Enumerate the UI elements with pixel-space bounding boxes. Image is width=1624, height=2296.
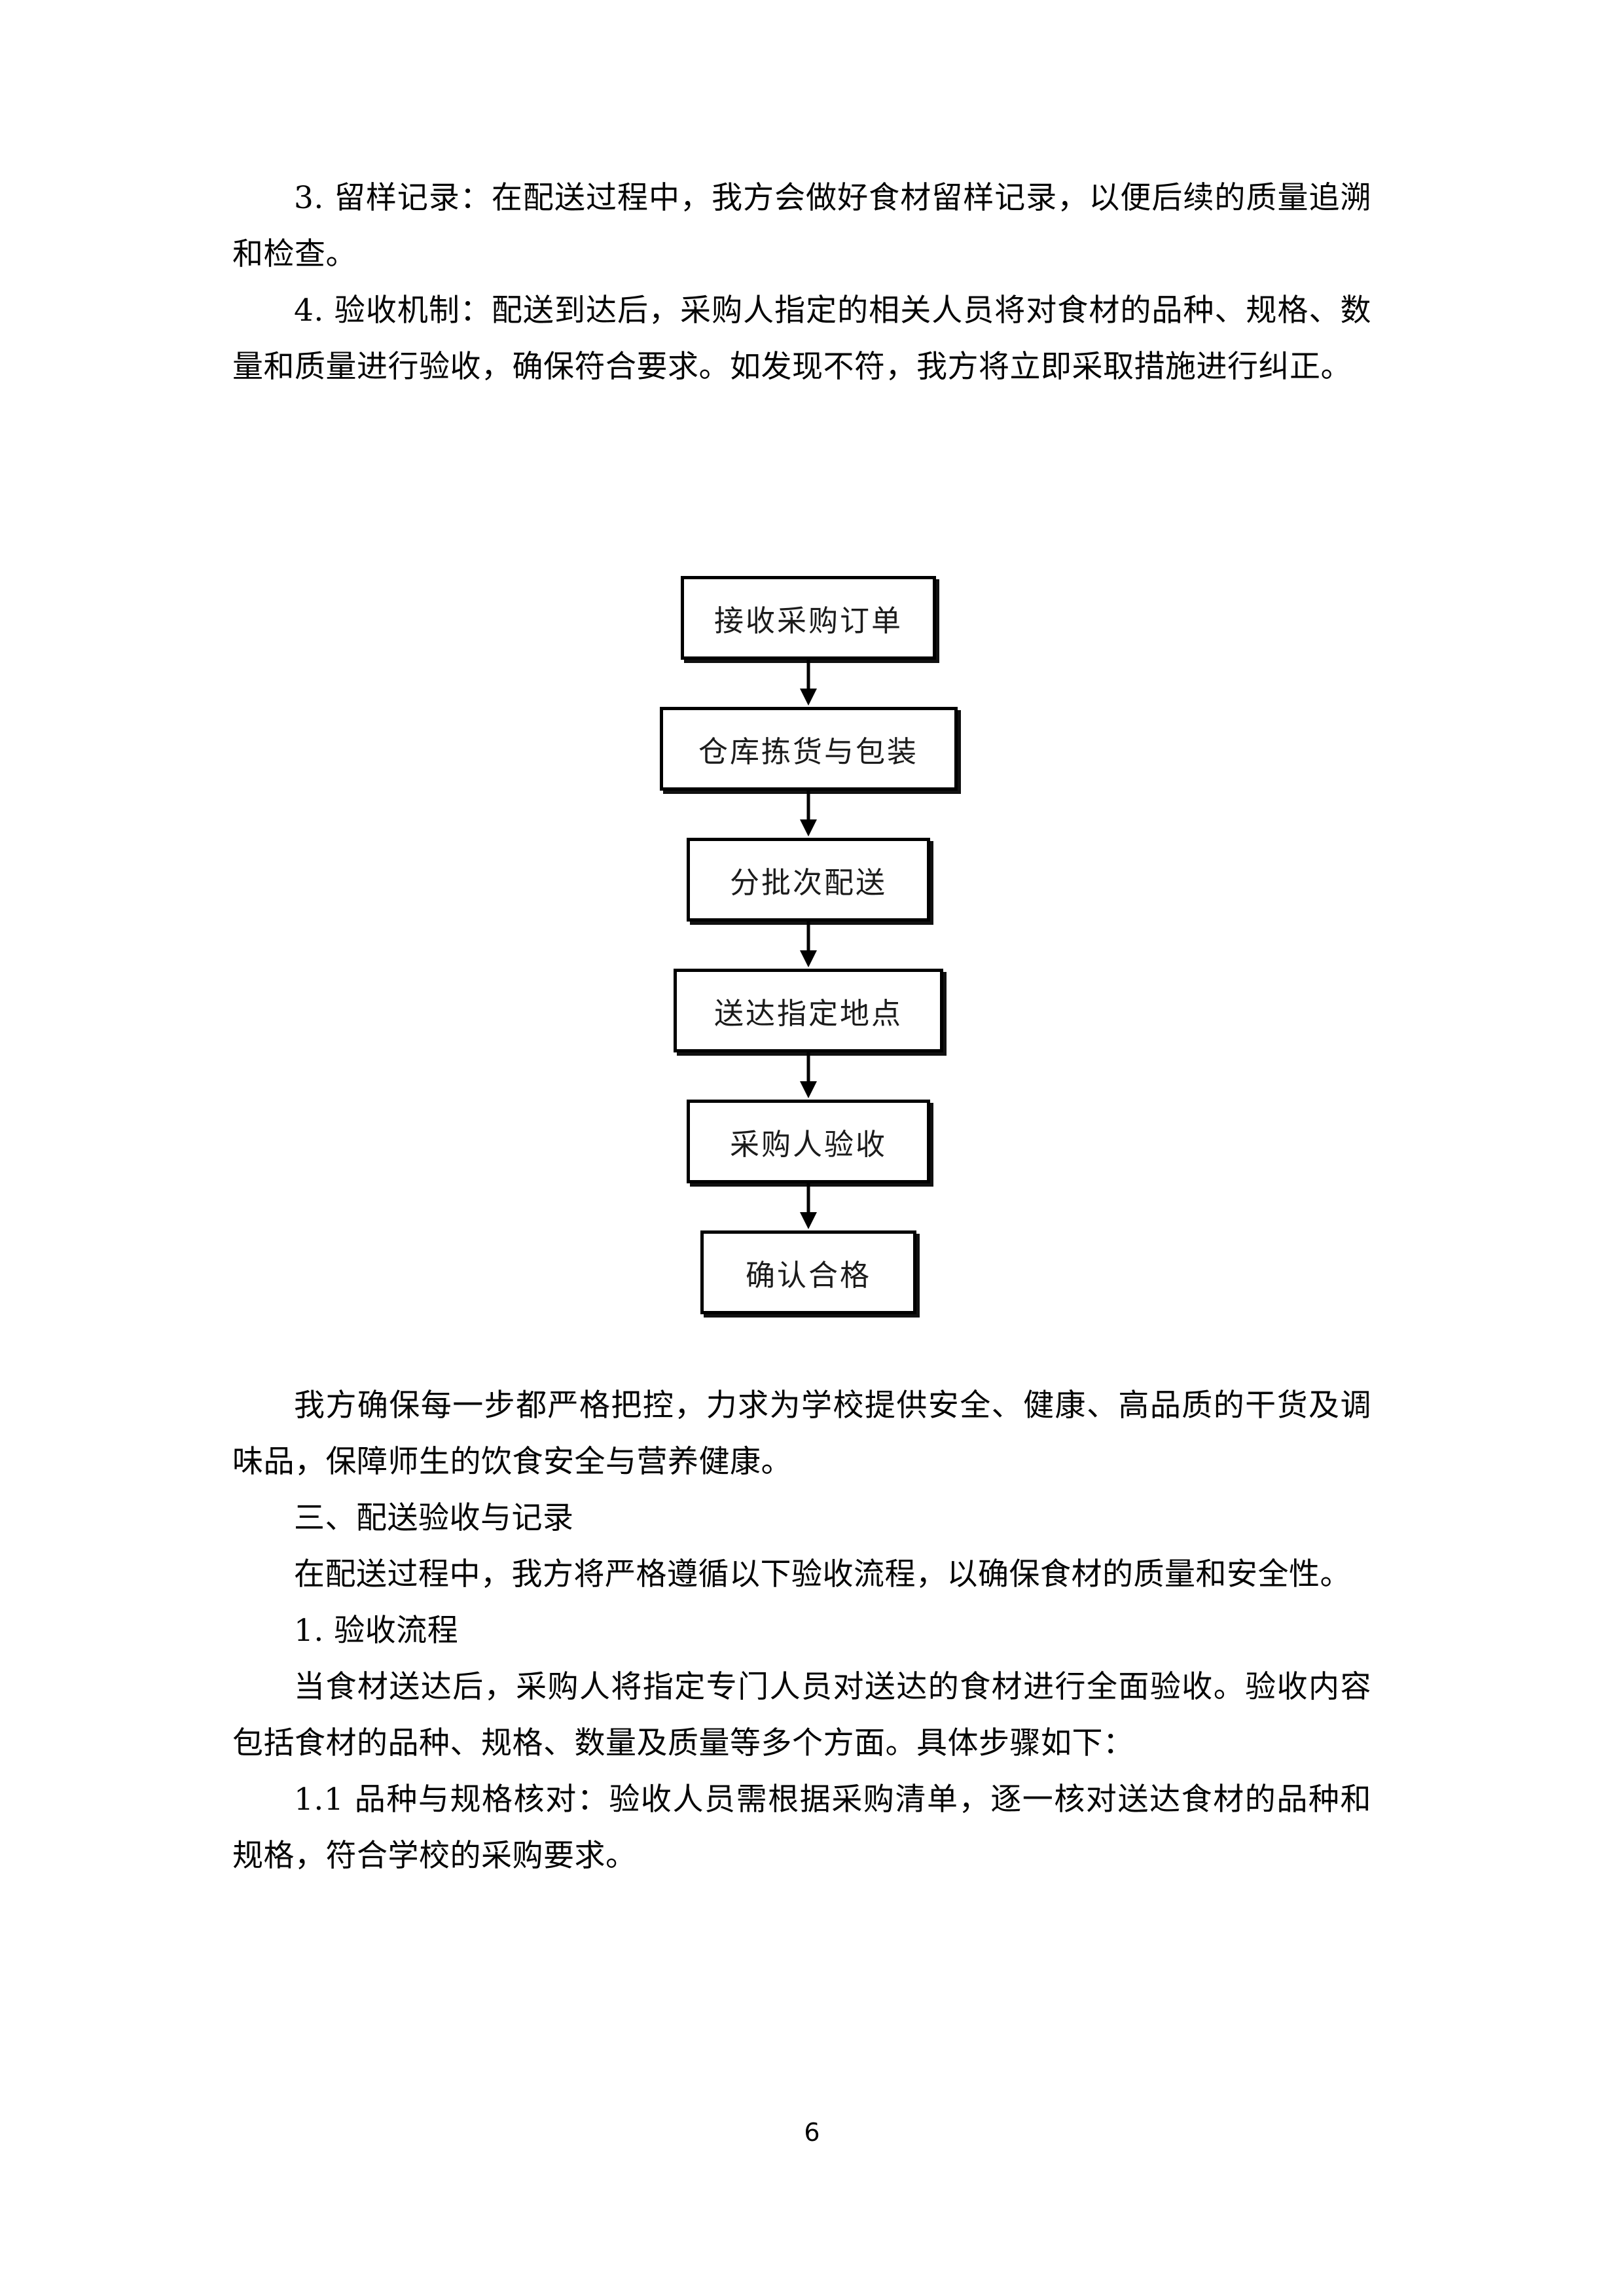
- flow-node-row: 确认合格: [625, 1230, 992, 1314]
- flow-arrow-1: [625, 660, 992, 707]
- flow-node-label: 仓库拣货与包装: [698, 734, 918, 769]
- flowchart-nodes: 接收采购订单 仓库拣货与包装: [625, 576, 992, 1314]
- flow-node-row: 仓库拣货与包装: [625, 707, 992, 791]
- flow-arrow-5: [625, 1183, 992, 1230]
- flow-arrow-3: [625, 922, 992, 969]
- flow-node-buyer-acceptance: 采购人验收: [687, 1100, 930, 1183]
- flow-node-arrive-at-location: 送达指定地点: [674, 969, 943, 1052]
- flow-node-row: 分批次配送: [625, 838, 992, 922]
- flow-arrow-4: [625, 1052, 992, 1100]
- text-block-top: 3. 留样记录：在配送过程中，我方会做好食材留样记录，以便后续的质量追溯和检查。…: [232, 170, 1371, 395]
- paragraph: 1.1 品种与规格核对：验收人员需根据采购清单，逐一核对送达食材的品种和规格，符…: [232, 1782, 1371, 1874]
- paragraph: 3. 留样记录：在配送过程中，我方会做好食材留样记录，以便后续的质量追溯和检查。: [232, 180, 1371, 272]
- flow-node-confirm-qualified: 确认合格: [700, 1230, 916, 1314]
- flow-node-label: 采购人验收: [729, 1126, 887, 1162]
- page-number: 6: [804, 2118, 820, 2147]
- section-heading: 三、配送验收与记录: [294, 1500, 574, 1536]
- flow-node-label: 分批次配送: [729, 865, 887, 900]
- flow-node-receive-order: 接收采购订单: [681, 576, 936, 660]
- paragraph: 当食材送达后，采购人将指定专门人员对送达的食材进行全面验收。验收内容包括食材的品…: [232, 1669, 1371, 1761]
- flow-node-label: 接收采购订单: [713, 603, 903, 638]
- flow-node-label: 送达指定地点: [713, 996, 903, 1031]
- subsection-heading: 1. 验收流程: [294, 1613, 459, 1649]
- flow-node-label: 确认合格: [745, 1257, 871, 1293]
- flow-node-row: 接收采购订单: [625, 576, 992, 660]
- flow-node-row: 送达指定地点: [625, 969, 992, 1052]
- flow-node-warehouse-pick-pack: 仓库拣货与包装: [659, 707, 958, 791]
- flow-node-row: 采购人验收: [625, 1100, 992, 1183]
- flow-arrow-2: [625, 791, 992, 838]
- flow-node-batch-delivery: 分批次配送: [687, 838, 930, 922]
- paragraph: 4. 验收机制：配送到达后，采购人指定的相关人员将对食材的品种、规格、数量和质量…: [232, 293, 1371, 385]
- text-block-bottom: 我方确保每一步都严格把控，力求为学校提供安全、健康、高品质的干货及调味品，保障师…: [232, 1378, 1371, 1884]
- paragraph: 我方确保每一步都严格把控，力求为学校提供安全、健康、高品质的干货及调味品，保障师…: [232, 1388, 1371, 1480]
- paragraph: 在配送过程中，我方将严格遵循以下验收流程，以确保食材的质量和安全性。: [294, 1556, 1351, 1592]
